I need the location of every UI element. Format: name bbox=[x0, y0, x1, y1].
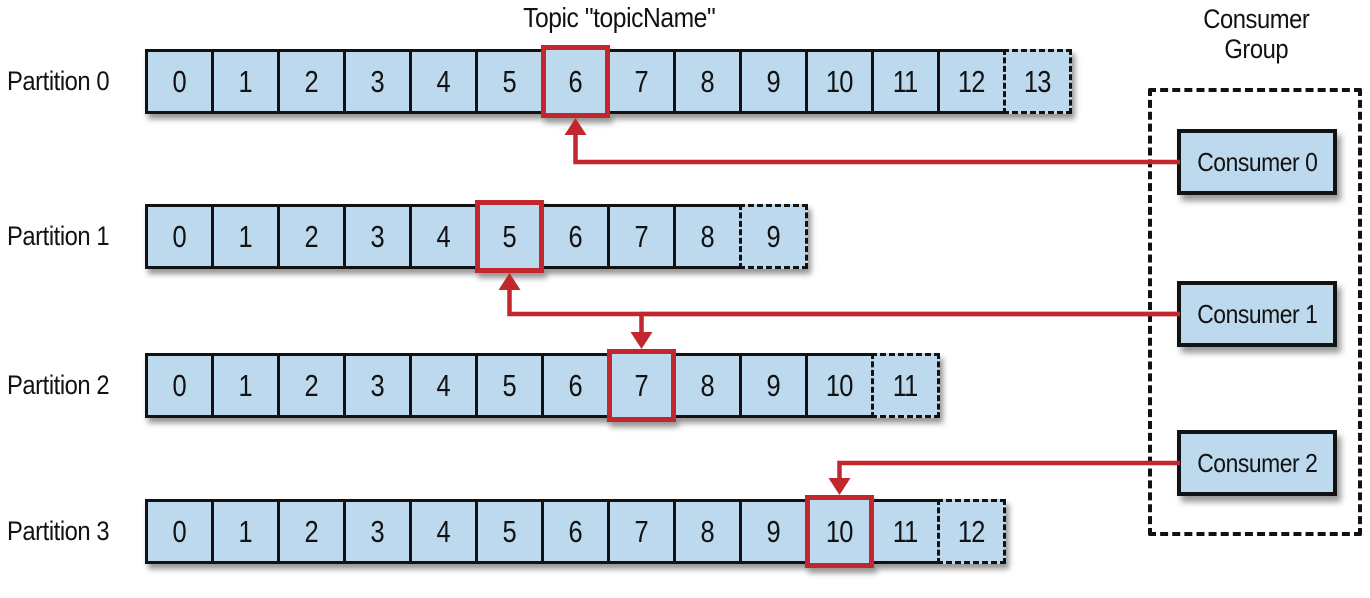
message-cell: 3 bbox=[343, 49, 412, 114]
message-cell: 9 bbox=[739, 353, 808, 418]
message-cell: 5 bbox=[475, 353, 544, 418]
message-cell: 6 bbox=[541, 204, 610, 269]
message-cell: 0 bbox=[145, 353, 214, 418]
message-cell: 1 bbox=[211, 499, 280, 564]
assignment-line bbox=[639, 311, 1180, 334]
message-cell: 3 bbox=[343, 204, 412, 269]
next-offset-cell: 12 bbox=[937, 499, 1006, 564]
message-cell: 4 bbox=[409, 353, 478, 418]
message-cell: 10 bbox=[805, 353, 874, 418]
partition-label: Partition 1 bbox=[7, 221, 110, 251]
message-cell: 8 bbox=[673, 204, 742, 269]
message-cell: 6 bbox=[541, 499, 610, 564]
message-cell: 0 bbox=[145, 49, 214, 114]
partition-label: Partition 3 bbox=[7, 516, 110, 546]
message-cell: 2 bbox=[277, 204, 346, 269]
message-cell: 4 bbox=[409, 204, 478, 269]
message-cell: 3 bbox=[343, 499, 412, 564]
message-cell: 2 bbox=[277, 499, 346, 564]
message-cell-consumed: 7 bbox=[607, 349, 676, 422]
message-cell: 0 bbox=[145, 499, 214, 564]
message-cell-consumed: 10 bbox=[805, 495, 874, 568]
next-offset-cell: 9 bbox=[739, 204, 808, 269]
message-cell: 7 bbox=[607, 499, 676, 564]
arrowhead-icon bbox=[630, 332, 653, 349]
message-cell: 5 bbox=[475, 49, 544, 114]
message-cell: 1 bbox=[211, 49, 280, 114]
message-cell: 12 bbox=[937, 49, 1006, 114]
partition-label: Partition 2 bbox=[7, 370, 110, 400]
message-cell: 4 bbox=[409, 499, 478, 564]
message-cell: 6 bbox=[541, 353, 610, 418]
message-cell: 4 bbox=[409, 49, 478, 114]
topic-title: Topic "topicName" bbox=[469, 2, 769, 34]
consumer-group-label: Consumer Group bbox=[1148, 4, 1364, 64]
message-cell: 8 bbox=[673, 499, 742, 564]
message-cell: 1 bbox=[211, 204, 280, 269]
message-cell: 9 bbox=[739, 49, 808, 114]
next-offset-cell: 11 bbox=[871, 353, 940, 418]
message-cell: 3 bbox=[343, 353, 412, 418]
message-cell: 0 bbox=[145, 204, 214, 269]
topic-title-text: Topic "topicName" bbox=[522, 2, 716, 33]
message-cell-consumed: 6 bbox=[541, 45, 610, 118]
message-cell: 7 bbox=[607, 49, 676, 114]
consumer-box: Consumer 2 bbox=[1177, 430, 1337, 496]
message-cell: 10 bbox=[805, 49, 874, 114]
message-cell: 8 bbox=[673, 49, 742, 114]
message-cell: 8 bbox=[673, 353, 742, 418]
assignment-line bbox=[573, 133, 1180, 165]
message-cell: 9 bbox=[739, 499, 808, 564]
arrowhead-icon bbox=[564, 118, 587, 135]
consumer-group-label-line1: Consumer bbox=[1202, 4, 1310, 34]
assignment-line bbox=[837, 460, 1180, 480]
message-cell: 11 bbox=[871, 49, 940, 114]
message-cell: 2 bbox=[277, 49, 346, 114]
arrowhead-icon bbox=[828, 478, 851, 495]
message-cell: 2 bbox=[277, 353, 346, 418]
message-cell: 1 bbox=[211, 353, 280, 418]
arrowhead-icon bbox=[498, 273, 521, 290]
next-offset-cell: 13 bbox=[1003, 49, 1072, 114]
consumer-group-label-line2: Group bbox=[1224, 34, 1288, 65]
message-cell: 7 bbox=[607, 204, 676, 269]
assignment-line bbox=[507, 288, 1180, 317]
consumer-box: Consumer 0 bbox=[1177, 129, 1337, 195]
message-cell: 11 bbox=[871, 499, 940, 564]
partition-label: Partition 0 bbox=[7, 66, 110, 96]
consumer-box: Consumer 1 bbox=[1177, 281, 1337, 347]
message-cell-consumed: 5 bbox=[475, 200, 544, 273]
message-cell: 5 bbox=[475, 499, 544, 564]
